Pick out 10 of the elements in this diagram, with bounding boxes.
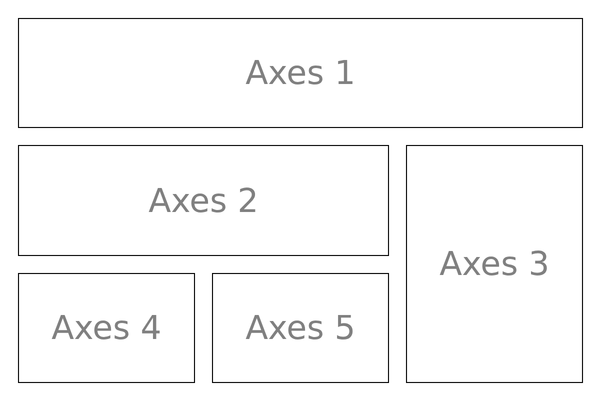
panel-box [18,273,195,383]
panel-label: Axes 2 [148,182,259,220]
panel-label: Axes 4 [51,309,162,347]
panel-box [18,145,389,256]
panel-box [212,273,389,383]
panel-label: Axes 5 [245,309,356,347]
panel-box [406,145,583,383]
panel-label: Axes 1 [245,54,356,92]
panel-label: Axes 3 [439,245,550,283]
panel-box [18,18,583,128]
